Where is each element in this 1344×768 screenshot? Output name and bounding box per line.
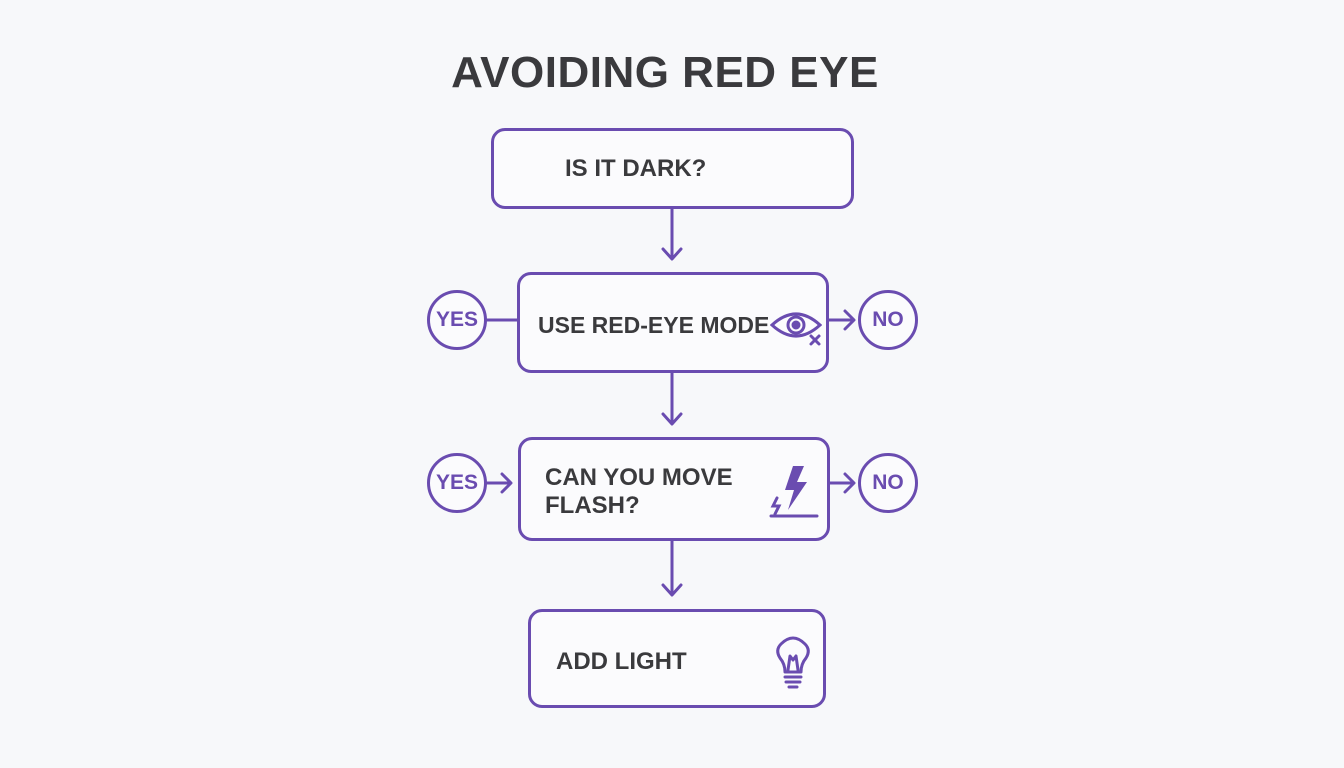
branch-row2-no: NO <box>858 453 918 513</box>
arrow-row2-yes <box>485 472 513 494</box>
arrow-redeye-to-flash <box>661 371 683 426</box>
node-can-you-move-flash-line2: FLASH? <box>545 492 640 519</box>
diagram-title: AVOIDING RED EYE <box>451 48 879 97</box>
node-use-red-eye-mode: USE RED-EYE MODE <box>517 272 829 373</box>
node-can-you-move-flash-line1: CAN YOU MOVE <box>545 464 733 491</box>
node-is-it-dark: IS IT DARK? <box>491 128 854 209</box>
lightbulb-icon <box>773 636 813 695</box>
node-add-light-label: ADD LIGHT <box>556 648 687 675</box>
node-is-it-dark-label: IS IT DARK? <box>565 155 707 182</box>
branch-row1-yes: YES <box>427 290 487 350</box>
arrow-dark-to-redeye <box>661 206 683 261</box>
eye-off-icon <box>769 305 823 352</box>
node-use-red-eye-mode-label: USE RED-EYE MODE <box>538 312 770 338</box>
arrow-row1-no <box>827 309 856 331</box>
branch-row2-yes: YES <box>427 453 487 513</box>
node-can-you-move-flash: CAN YOU MOVE FLASH? <box>518 437 830 541</box>
branch-row1-no: NO <box>858 290 918 350</box>
arrow-flash-to-light <box>661 539 683 597</box>
lightning-flash-icon <box>767 464 821 527</box>
node-add-light: ADD LIGHT <box>528 609 826 708</box>
arrow-row2-no <box>827 472 856 494</box>
